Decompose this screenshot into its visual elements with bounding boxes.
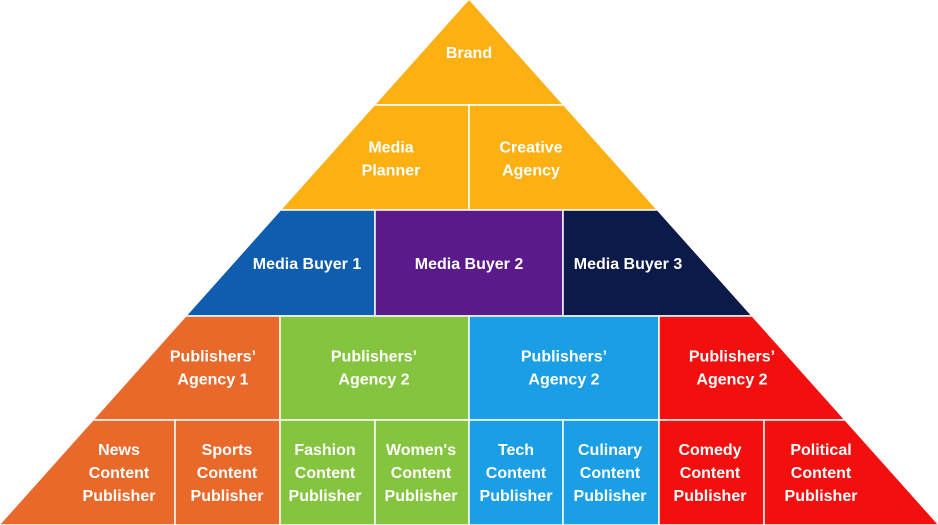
label-line: Political: [790, 442, 851, 459]
label-line: Sports: [202, 442, 253, 459]
tier2-cell-2: [468, 104, 938, 211]
label-line: Content: [89, 465, 150, 482]
label-line: Media Buyer 1: [253, 256, 362, 273]
tier4-cell-2-label: Publishers’ Agency 2: [331, 349, 417, 389]
label-line: Content: [197, 465, 258, 482]
tier4-cell-3-label: Publishers’ Agency 2: [521, 349, 607, 389]
tier3-cell-1-label: Media Buyer 1: [253, 256, 362, 273]
label-line: Publisher: [191, 488, 264, 505]
label-line: Agency: [502, 163, 560, 180]
label-line: Culinary: [578, 442, 642, 459]
tier5-cell-4: [374, 419, 470, 525]
tier4-cell-1: [0, 315, 281, 421]
label-line: Publishers’: [170, 349, 256, 366]
tier1-cell-1-label: Brand: [446, 45, 492, 62]
label-line: Content: [680, 465, 741, 482]
tier3-cell-3-label: Media Buyer 3: [574, 256, 683, 273]
tier3-cell-2-label: Media Buyer 2: [415, 256, 524, 273]
label-line: Agency 2: [338, 372, 409, 389]
label-line: Publishers’: [521, 349, 607, 366]
label-line: Fashion: [294, 442, 355, 459]
label-line: Planner: [362, 163, 421, 180]
tier4-cell-4-label: Publishers’ Agency 2: [689, 349, 775, 389]
label-line: Content: [391, 465, 452, 482]
label-line: Women's: [386, 442, 456, 459]
label-line: News: [98, 442, 140, 459]
label-line: Publisher: [785, 488, 858, 505]
label-line: Content: [791, 465, 852, 482]
tier4-cell-1-label: Publishers’ Agency 1: [170, 349, 256, 389]
tier4-cell-3: [468, 315, 660, 421]
label-line: Publisher: [385, 488, 458, 505]
label-line: Publisher: [480, 488, 553, 505]
label-line: Publisher: [289, 488, 362, 505]
tier2-cell-1: [0, 104, 470, 211]
label-line: Content: [295, 465, 356, 482]
label-line: Publishers’: [689, 349, 775, 366]
tier4-cell-4: [658, 315, 938, 421]
tier5-cell-3: [279, 419, 376, 525]
label-line: Media Buyer 3: [574, 256, 683, 273]
label-line: Agency 1: [177, 372, 248, 389]
label-line: Content: [580, 465, 641, 482]
label-line: Content: [486, 465, 547, 482]
label-line: Brand: [446, 45, 492, 62]
label-line: Tech: [498, 442, 534, 459]
label-line: Publisher: [674, 488, 747, 505]
tier4-cell-2: [279, 315, 470, 421]
label-line: Agency 2: [528, 372, 599, 389]
label-line: Comedy: [678, 442, 741, 459]
label-line: Agency 2: [696, 372, 767, 389]
label-line: Publisher: [83, 488, 156, 505]
tier3-cell-2: [374, 209, 564, 317]
label-line: Publisher: [574, 488, 647, 505]
label-line: Media: [368, 140, 413, 157]
label-line: Media Buyer 2: [415, 256, 524, 273]
label-line: Publishers’: [331, 349, 417, 366]
tier5-cell-7: [658, 419, 765, 525]
label-line: Creative: [499, 140, 562, 157]
